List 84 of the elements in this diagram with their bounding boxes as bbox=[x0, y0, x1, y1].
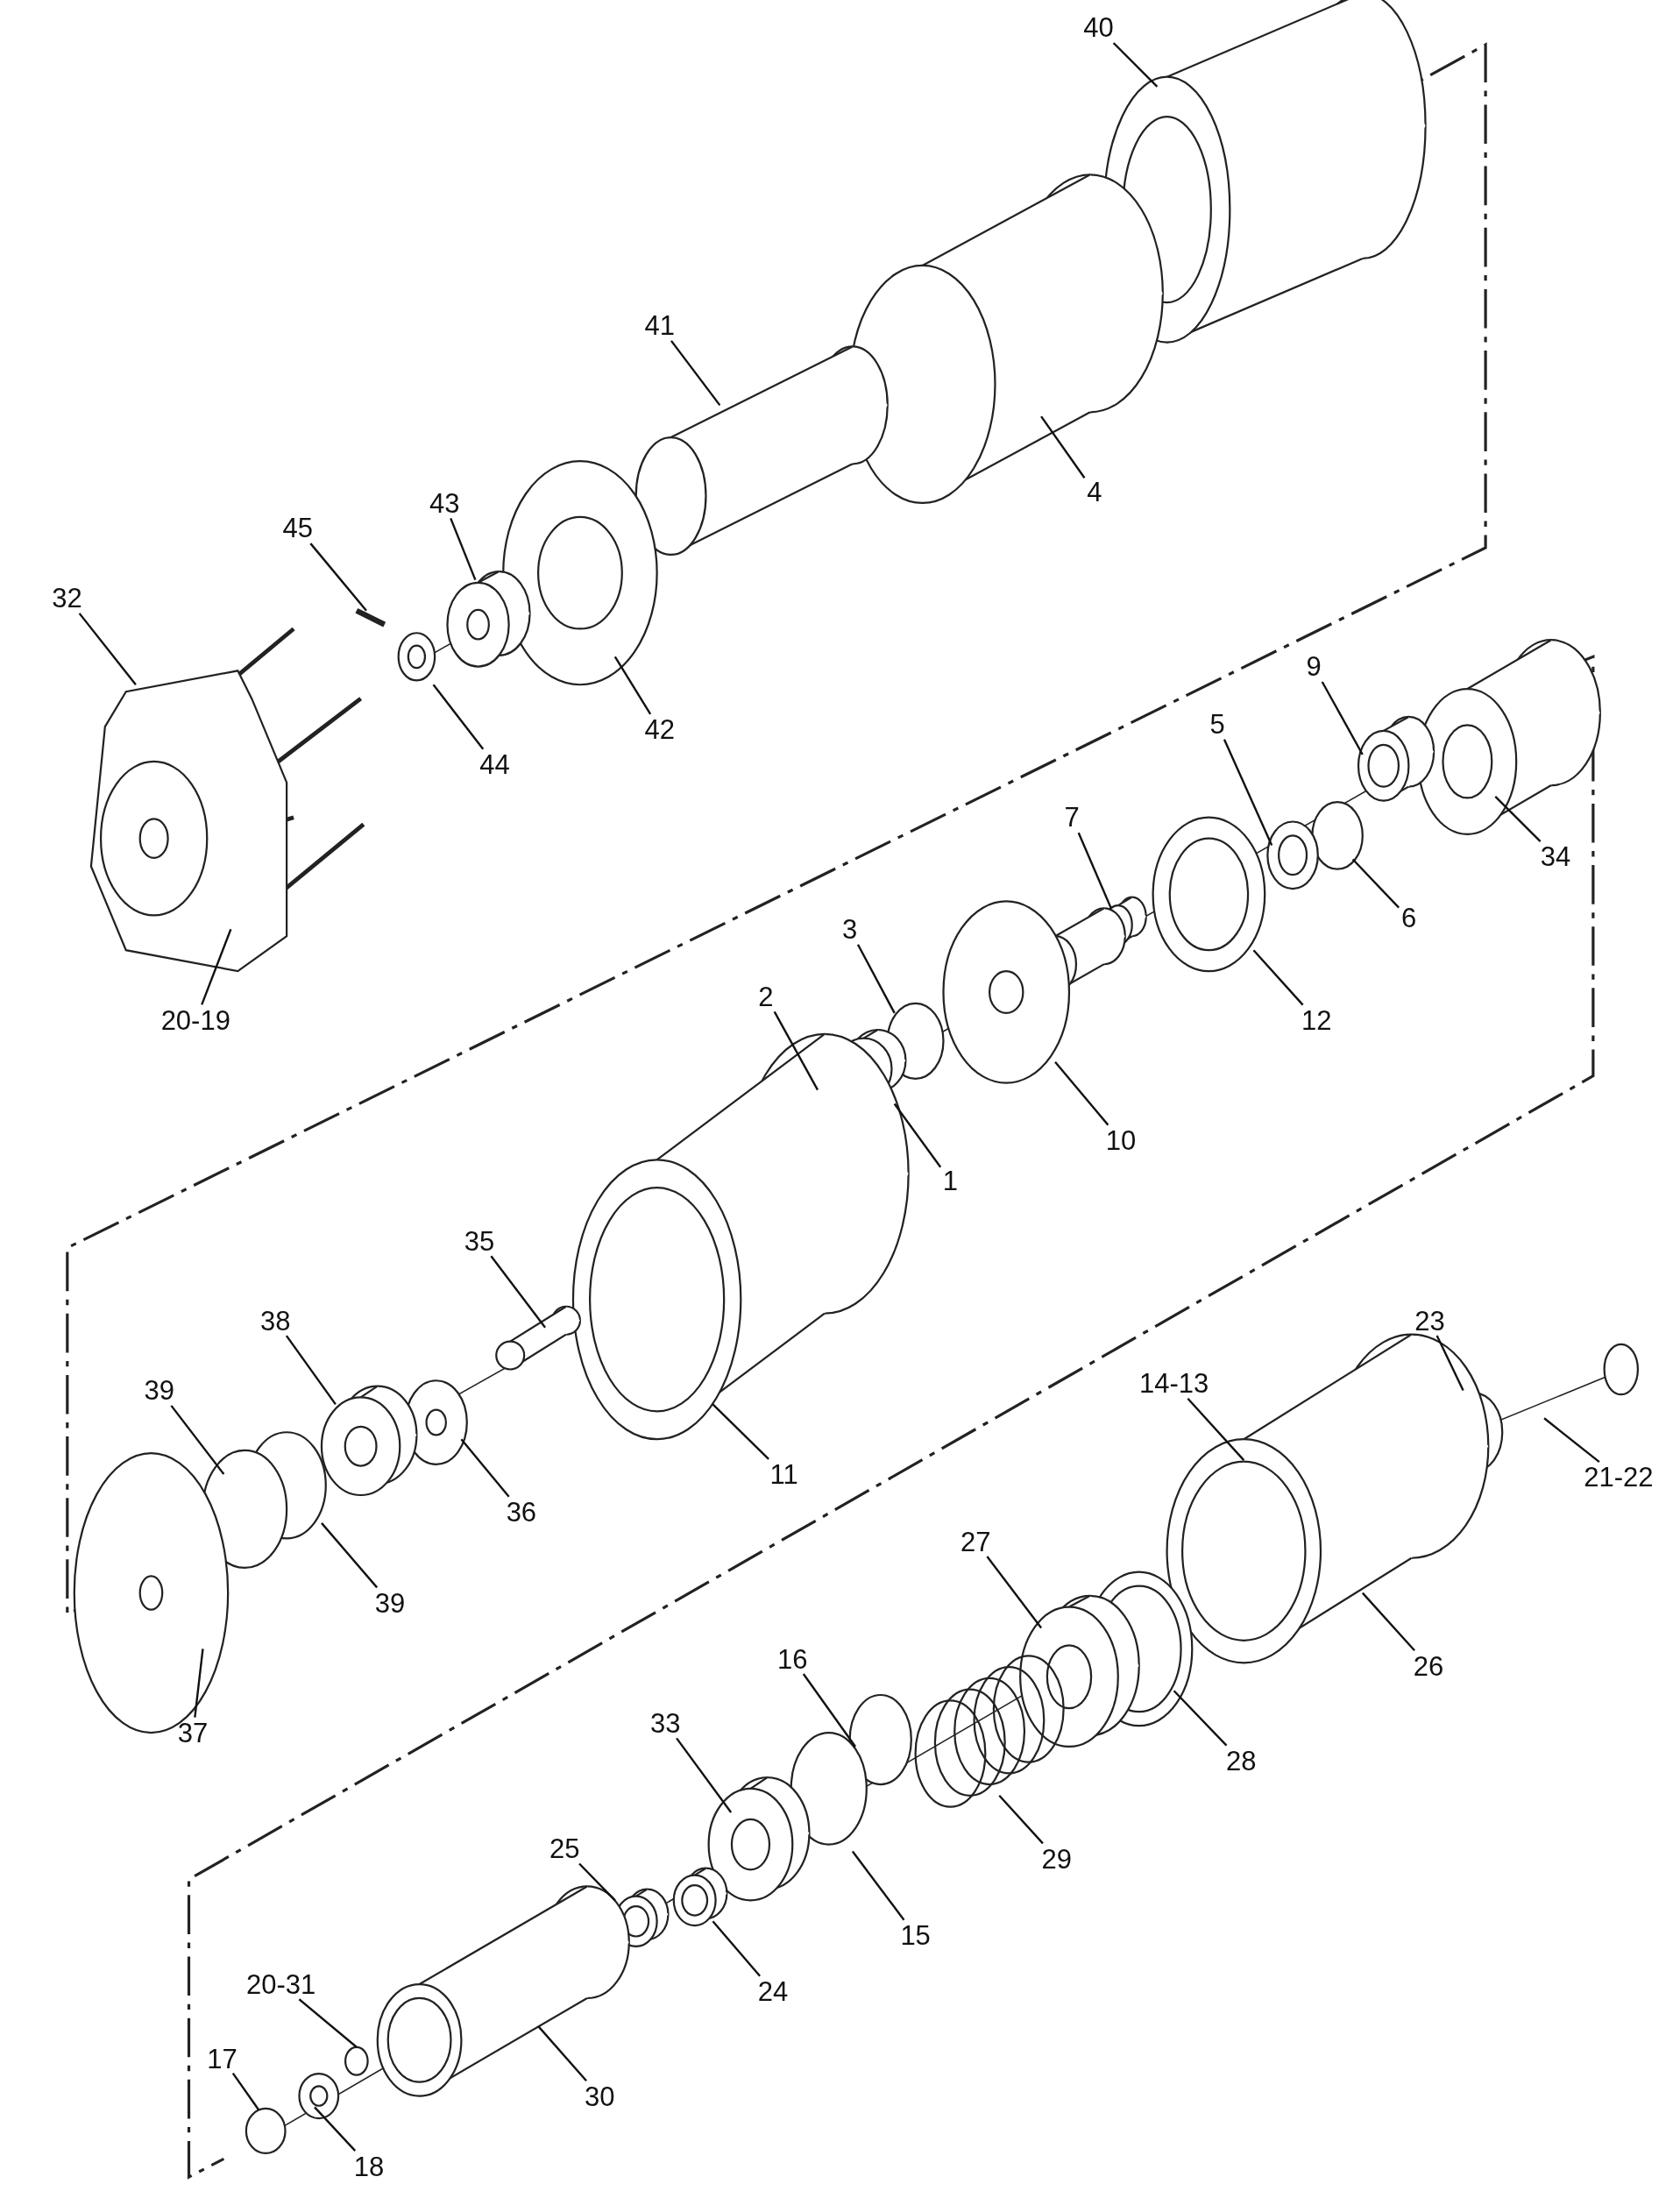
leader-line bbox=[1054, 1060, 1109, 1126]
leader-line bbox=[613, 656, 652, 715]
callout-number: 30 bbox=[582, 2081, 617, 2111]
leader-line bbox=[1435, 1335, 1464, 1391]
callout-number: 44 bbox=[478, 749, 512, 779]
callout-number: 43 bbox=[427, 488, 462, 518]
leader-line bbox=[1112, 42, 1159, 88]
leader-line bbox=[986, 1556, 1043, 1629]
leader-line bbox=[802, 1673, 856, 1748]
leader-line bbox=[321, 1522, 379, 1589]
leader-line bbox=[170, 1405, 225, 1475]
callout-number: 36 bbox=[504, 1498, 539, 1528]
leader-line bbox=[578, 1862, 616, 1902]
callout-number: 6 bbox=[1399, 904, 1419, 933]
leader-line bbox=[1187, 1398, 1245, 1461]
callout-number: 32 bbox=[50, 584, 84, 613]
callout-number: 29 bbox=[1039, 1844, 1074, 1874]
leader-line bbox=[450, 517, 477, 581]
callout-number: 5 bbox=[1208, 709, 1227, 739]
leader-line bbox=[231, 2072, 260, 2111]
callout-number: 26 bbox=[1411, 1651, 1446, 1681]
leader-line bbox=[314, 2106, 357, 2152]
callout-number: 18 bbox=[351, 2152, 386, 2181]
callout-number: 27 bbox=[958, 1527, 993, 1556]
callout-number: 20-19 bbox=[159, 1005, 232, 1035]
leader-line bbox=[1321, 681, 1364, 755]
callout-number: 40 bbox=[1081, 13, 1116, 43]
callout-number: 39 bbox=[142, 1376, 177, 1406]
callout-number: 45 bbox=[280, 514, 315, 543]
leader-line bbox=[1040, 415, 1086, 479]
callout-number: 41 bbox=[642, 311, 677, 341]
callout-number: 16 bbox=[776, 1644, 810, 1674]
leader-line bbox=[537, 2025, 587, 2082]
leader-line bbox=[712, 1920, 761, 1977]
callout-number: 2 bbox=[756, 982, 776, 1011]
callout-number: 23 bbox=[1413, 1306, 1447, 1336]
callout-number: 25 bbox=[548, 1834, 582, 1864]
leader-line bbox=[1494, 795, 1542, 843]
callout-number: 14-13 bbox=[1138, 1369, 1211, 1399]
callout-number: 35 bbox=[462, 1226, 497, 1256]
leader-line bbox=[1077, 832, 1112, 909]
callout-number: 4 bbox=[1085, 477, 1104, 507]
callout-number: 1 bbox=[940, 1166, 961, 1196]
callout-number: 38 bbox=[258, 1306, 293, 1336]
leader-line bbox=[1223, 739, 1273, 847]
leader-line bbox=[432, 684, 485, 750]
leader-line bbox=[773, 1010, 819, 1091]
callout-number: 21-22 bbox=[1582, 1463, 1655, 1493]
leader-line bbox=[194, 1649, 204, 1718]
leader-line bbox=[298, 1998, 358, 2048]
callout-number: 9 bbox=[1304, 652, 1323, 682]
leader-line bbox=[460, 1438, 510, 1498]
callout-number: 17 bbox=[205, 2044, 239, 2074]
callout-number: 37 bbox=[175, 1719, 210, 1748]
leader-line bbox=[1543, 1417, 1600, 1464]
leader-line bbox=[712, 1403, 769, 1460]
callout-number: 15 bbox=[898, 1921, 932, 1951]
leader-line bbox=[1351, 858, 1400, 909]
leader-line bbox=[998, 1795, 1044, 1845]
callout-number: 28 bbox=[1223, 1747, 1258, 1776]
callout-number: 33 bbox=[648, 1708, 683, 1738]
leader-line bbox=[676, 1737, 733, 1813]
leader-line bbox=[893, 1103, 942, 1168]
leader-line bbox=[851, 1850, 905, 1921]
leader-line bbox=[670, 340, 721, 407]
callout-number: 3 bbox=[840, 915, 860, 945]
callout-number: 11 bbox=[768, 1460, 800, 1490]
callout-number: 20-31 bbox=[244, 1970, 318, 2000]
leader-line bbox=[1252, 949, 1304, 1006]
leader-line bbox=[78, 613, 137, 685]
callout-number: 24 bbox=[755, 1977, 790, 2007]
leader-line bbox=[1173, 1690, 1228, 1747]
leader-line bbox=[309, 542, 367, 612]
callout-number: 42 bbox=[642, 715, 677, 744]
callout-number: 39 bbox=[372, 1588, 408, 1618]
leader-line bbox=[285, 1335, 337, 1406]
callout-number: 7 bbox=[1062, 803, 1081, 833]
leader-line bbox=[490, 1255, 547, 1329]
leader-line bbox=[201, 928, 232, 1005]
callout-number: 10 bbox=[1103, 1125, 1138, 1155]
callout-number: 34 bbox=[1538, 842, 1573, 872]
leader-line bbox=[856, 944, 896, 1014]
callout-number: 12 bbox=[1300, 1005, 1334, 1035]
leader-line bbox=[1361, 1592, 1415, 1651]
